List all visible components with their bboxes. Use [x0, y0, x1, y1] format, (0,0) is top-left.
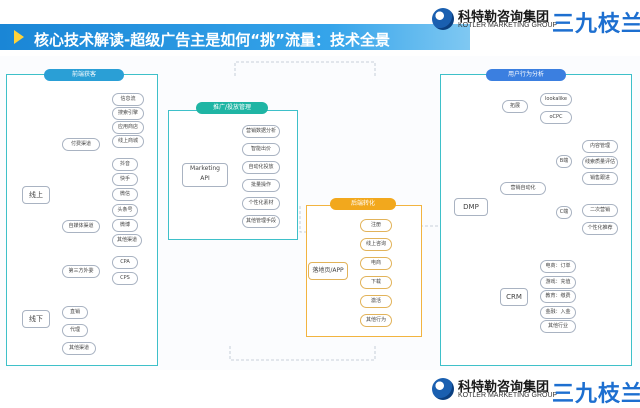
list-item: 个性化推荐	[582, 222, 618, 235]
list-item: 其他行业	[540, 320, 576, 333]
globe-icon	[432, 8, 454, 30]
title-band	[0, 24, 470, 50]
list-item: 激活	[360, 295, 392, 308]
list-item: 代理	[62, 324, 88, 337]
expand-node: 拓展	[502, 100, 528, 113]
list-item: 快手	[112, 173, 138, 186]
offline-node: 线下	[22, 310, 50, 328]
b-end-node: B端	[556, 155, 572, 168]
slide-header: 核心技术解读-超级广告主是如何“挑”流量：技术全景 科特勒咨询集团 KOTLER…	[0, 0, 640, 56]
list-item: 教育：缴费	[540, 290, 576, 303]
company-logo: 科特勒咨询集团 KOTLER MARKETING GROUP	[432, 6, 557, 34]
user-behavior-panel	[440, 74, 632, 366]
conv-panel-header: 后端转化	[330, 198, 396, 210]
list-item: 微信	[112, 188, 138, 201]
list-item: 批量操作	[242, 179, 280, 192]
company-name-en: KOTLER MARKETING GROUP	[458, 392, 558, 399]
list-item: 线索质量评估	[582, 156, 618, 169]
list-item: 线上咨询	[360, 238, 392, 251]
list-item: 搜索引擎	[112, 107, 144, 120]
list-item: 电商	[360, 257, 392, 270]
list-item: 其他管理手段	[242, 215, 280, 228]
list-item: 信息流	[112, 93, 144, 106]
slide-title: 核心技术解读-超级广告主是如何“挑”流量：技术全景	[34, 31, 390, 49]
list-item: 线上商城	[112, 135, 144, 148]
online-node: 线上	[22, 186, 50, 204]
company-name-cn: 科特勒咨询集团	[458, 10, 550, 25]
paid-channel-node: 付费渠道	[62, 138, 100, 151]
company-name-cn: 科特勒咨询集团	[458, 380, 550, 395]
user-panel-header: 用户行为分析	[486, 69, 566, 81]
list-item: CPA	[112, 256, 138, 269]
front-panel-header: 前端获客	[44, 69, 124, 81]
list-item: 自动化投放	[242, 161, 280, 174]
list-item: 电商：订单	[540, 260, 576, 273]
landing-page-node: 落地页/APP	[308, 262, 348, 280]
company-name-en: KOTLER MARKETING GROUP	[458, 22, 558, 29]
promo-panel-header: 推广/投放管理	[196, 102, 268, 114]
list-item: 头条号	[112, 204, 138, 217]
globe-icon	[432, 378, 454, 400]
title-arrow-icon	[14, 30, 24, 44]
list-item: 应用商店	[112, 121, 144, 134]
marketing-automation-node: 营销自动化	[500, 182, 546, 195]
list-item: 其他渠道	[62, 342, 96, 355]
self-media-node: 自媒体渠道	[62, 220, 100, 233]
list-item: 其他行为	[360, 314, 392, 327]
crm-node: CRM	[500, 288, 528, 306]
list-item: 抖音	[112, 158, 138, 171]
list-item: 金融：入金	[540, 306, 576, 319]
list-item: 个性化素材	[242, 197, 280, 210]
footer-company-logo: 科特勒咨询集团 KOTLER MARKETING GROUP	[432, 376, 557, 404]
footer-brand-logo: 三九枝兰	[552, 382, 640, 407]
list-item: 下载	[360, 276, 392, 289]
list-item: 直销	[62, 306, 88, 319]
list-item: CPS	[112, 272, 138, 285]
dmp-node: DMP	[454, 198, 488, 216]
third-party-node: 第三方外委	[62, 265, 100, 278]
list-item: 游戏：充值	[540, 276, 576, 289]
list-item: oCPC	[540, 111, 572, 124]
list-item: 内容管理	[582, 140, 618, 153]
list-item: 二次营销	[582, 204, 618, 217]
brand-logo: 三九枝兰	[552, 12, 640, 37]
list-item: lookalike	[540, 93, 572, 106]
list-item: 智能出价	[242, 143, 280, 156]
list-item: 营销数据分析	[242, 125, 280, 138]
list-item: 销售跟进	[582, 172, 618, 185]
list-item: 注册	[360, 219, 392, 232]
slide-footer: 科特勒咨询集团 KOTLER MARKETING GROUP 三九枝兰	[0, 372, 640, 407]
c-end-node: C端	[556, 206, 572, 219]
list-item: 微博	[112, 219, 138, 232]
list-item: 其他渠道	[112, 234, 142, 247]
marketing-api-node: Marketing API	[182, 163, 228, 187]
